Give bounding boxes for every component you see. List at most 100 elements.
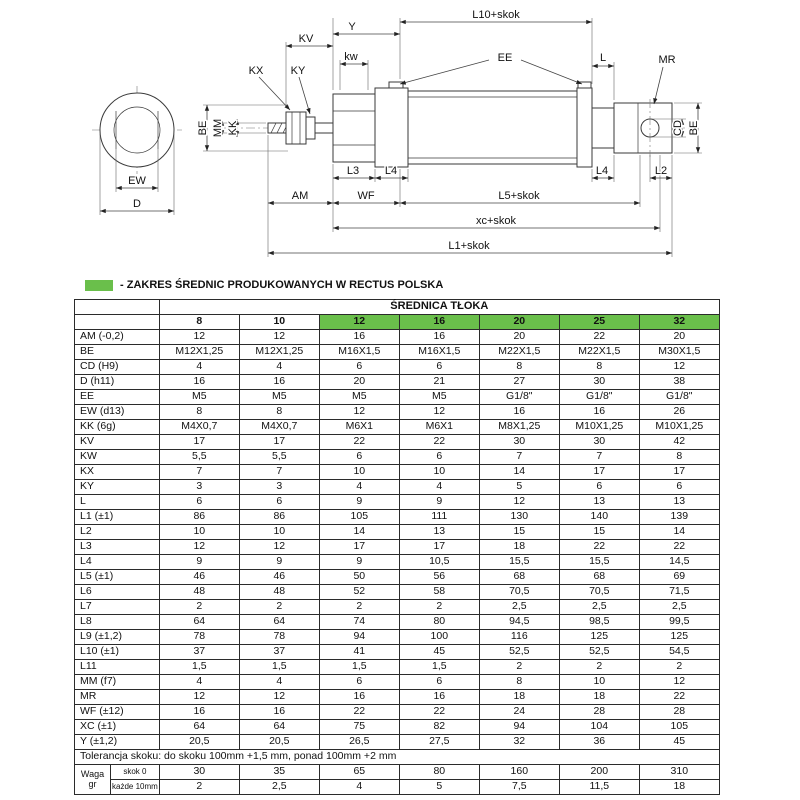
cell-value: M10X1,25: [638, 419, 720, 435]
row-label: L6: [74, 584, 160, 600]
cell-value: 17: [158, 434, 240, 450]
tolerance-note: Tolerancja skoku: do skoku 100mm +1,5 mm…: [74, 749, 720, 765]
cell-value: 20,5: [238, 734, 320, 750]
row-label: L5 (±1): [74, 569, 160, 585]
cell-value: 17: [558, 464, 640, 480]
column-header: 12: [318, 314, 400, 330]
dim-label-kw: kw: [344, 51, 358, 63]
cell-value: M16X1,5: [318, 344, 400, 360]
cell-value: 20: [478, 329, 560, 345]
row-label: L11: [74, 659, 160, 675]
row-label: Y (±1,2): [74, 734, 160, 750]
cell-value: 22: [558, 539, 640, 555]
row-label: KX: [74, 464, 160, 480]
cell-value: 7,5: [478, 779, 560, 795]
cell-value: 56: [398, 569, 480, 585]
cell-value: 6: [318, 449, 400, 465]
cell-value: 27,5: [398, 734, 480, 750]
cell-value: 104: [558, 719, 640, 735]
row-label: L: [74, 494, 160, 510]
cell-value: 139: [638, 509, 720, 525]
cell-value: 41: [318, 644, 400, 660]
cell-value: 13: [638, 494, 720, 510]
cell-value: 52,5: [558, 644, 640, 660]
cell-value: 16: [158, 704, 240, 720]
cell-value: 8: [638, 449, 720, 465]
dim-label-xc: xc+skok: [476, 215, 517, 227]
cell-value: 22: [318, 704, 400, 720]
cell-value: 64: [158, 614, 240, 630]
row-label: KW: [74, 449, 160, 465]
cell-value: 9: [158, 554, 240, 570]
cell-value: 48: [238, 584, 320, 600]
cell-value: 1,5: [398, 659, 480, 675]
cell-value: 32: [478, 734, 560, 750]
column-header: 25: [558, 314, 640, 330]
cell-value: 80: [398, 614, 480, 630]
column-header: 16: [398, 314, 480, 330]
cell-value: 16: [238, 374, 320, 390]
cell-value: 12: [158, 539, 240, 555]
cell-value: M12X1,25: [158, 344, 240, 360]
cell-value: 3: [238, 479, 320, 495]
cell-value: 17: [638, 464, 720, 480]
cell-value: 16: [398, 329, 480, 345]
cell-value: 10: [558, 674, 640, 690]
column-header: 10: [238, 314, 320, 330]
cell-value: 71,5: [638, 584, 720, 600]
dim-label-l3: L3: [347, 165, 359, 177]
row-label: KV: [74, 434, 160, 450]
row-label: CD (H9): [74, 359, 160, 375]
cell-value: 2: [558, 659, 640, 675]
cell-value: 30: [558, 374, 640, 390]
cell-value: 10: [398, 464, 480, 480]
tolerance-row: Tolerancja skoku: do skoku 100mm +1,5 mm…: [74, 749, 720, 765]
cell-value: 6: [318, 674, 400, 690]
dim-label-cd: CD: [672, 120, 684, 136]
cell-value: 2,5: [478, 599, 560, 615]
cell-value: M5: [318, 389, 400, 405]
cell-value: 7: [558, 449, 640, 465]
cell-value: 4: [238, 359, 320, 375]
dim-label-kv: KV: [299, 33, 314, 45]
cell-value: 5: [478, 479, 560, 495]
row-label: MM (f7): [74, 674, 160, 690]
cell-value: 8: [558, 359, 640, 375]
cell-value: 14: [318, 524, 400, 540]
cell-value: 80: [398, 764, 480, 780]
cell-value: 10: [158, 524, 240, 540]
cell-value: 18: [558, 689, 640, 705]
column-header: 32: [638, 314, 720, 330]
cell-value: 160: [478, 764, 560, 780]
dim-label-kk: KK: [227, 120, 239, 135]
cell-value: 1,5: [238, 659, 320, 675]
cell-value: 46: [238, 569, 320, 585]
row-label: BE: [74, 344, 160, 360]
cell-value: 30: [158, 764, 240, 780]
cell-value: 52: [318, 584, 400, 600]
cell-value: G1/8": [478, 389, 560, 405]
cell-value: M6X1: [398, 419, 480, 435]
cell-value: 2: [318, 599, 400, 615]
dim-label-l4-right: L4: [596, 165, 608, 177]
dim-label-be-left: BE: [197, 121, 209, 136]
cell-value: 94,5: [478, 614, 560, 630]
row-label: L9 (±1,2): [74, 629, 160, 645]
cell-value: 6: [398, 674, 480, 690]
weight-label: Waga gr: [74, 764, 111, 795]
